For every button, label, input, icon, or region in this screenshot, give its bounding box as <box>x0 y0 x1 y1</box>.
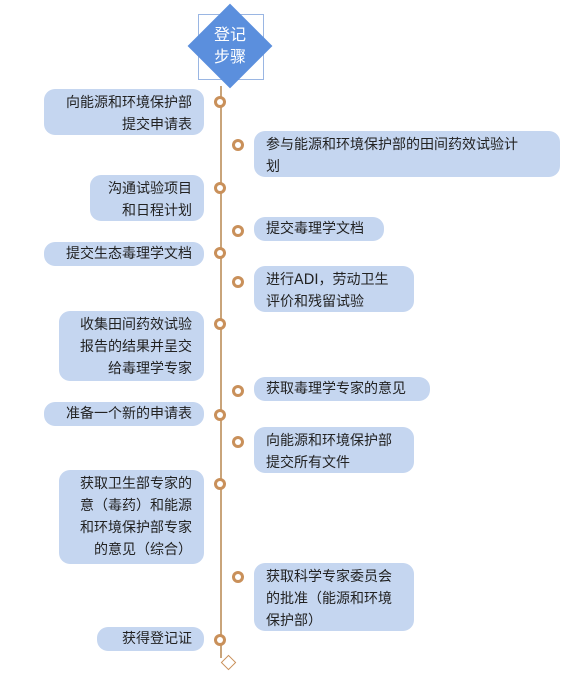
timeline-node <box>214 318 226 330</box>
step-right-3: 进行ADI，劳动卫生 评价和残留试验 <box>254 266 414 312</box>
step-left-4: 收集田间药效试验 报告的结果并呈交 给毒理学专家 <box>59 311 204 381</box>
step-right-5: 向能源和环境保护部 提交所有文件 <box>254 427 414 473</box>
timeline-axis <box>220 86 222 658</box>
timeline-node <box>214 182 226 194</box>
timeline-node <box>214 409 226 421</box>
timeline-node <box>214 478 226 490</box>
step-right-1: 参与能源和环境保护部的田间药效试验计 划 <box>254 131 560 177</box>
timeline-node <box>214 96 226 108</box>
title-diamond: 登记 步骤 <box>187 3 273 89</box>
timeline-node <box>214 247 226 259</box>
timeline-node <box>232 571 244 583</box>
title-text: 登记 步骤 <box>213 25 246 66</box>
step-right-2: 提交毒理学文档 <box>254 217 384 241</box>
timeline-node <box>232 436 244 448</box>
step-left-2: 沟通试验项目 和日程计划 <box>90 175 204 221</box>
step-left-5: 准备一个新的申请表 <box>44 402 204 426</box>
step-right-6: 获取科学专家委员会 的批准（能源和环境 保护部） <box>254 563 414 631</box>
step-left-1: 向能源和环境保护部 提交申请表 <box>44 89 204 135</box>
timeline-node <box>232 225 244 237</box>
step-right-4: 获取毒理学专家的意见 <box>254 377 430 401</box>
timeline-node <box>232 385 244 397</box>
step-left-7: 获得登记证 <box>97 627 204 651</box>
timeline-node <box>232 139 244 151</box>
step-left-3: 提交生态毒理学文档 <box>44 242 204 266</box>
timeline-end-marker <box>220 654 237 671</box>
timeline-node <box>232 276 244 288</box>
timeline-node <box>214 634 226 646</box>
step-left-6: 获取卫生部专家的 意（毒药）和能源 和环境保护部专家 的意见（综合） <box>59 470 204 564</box>
